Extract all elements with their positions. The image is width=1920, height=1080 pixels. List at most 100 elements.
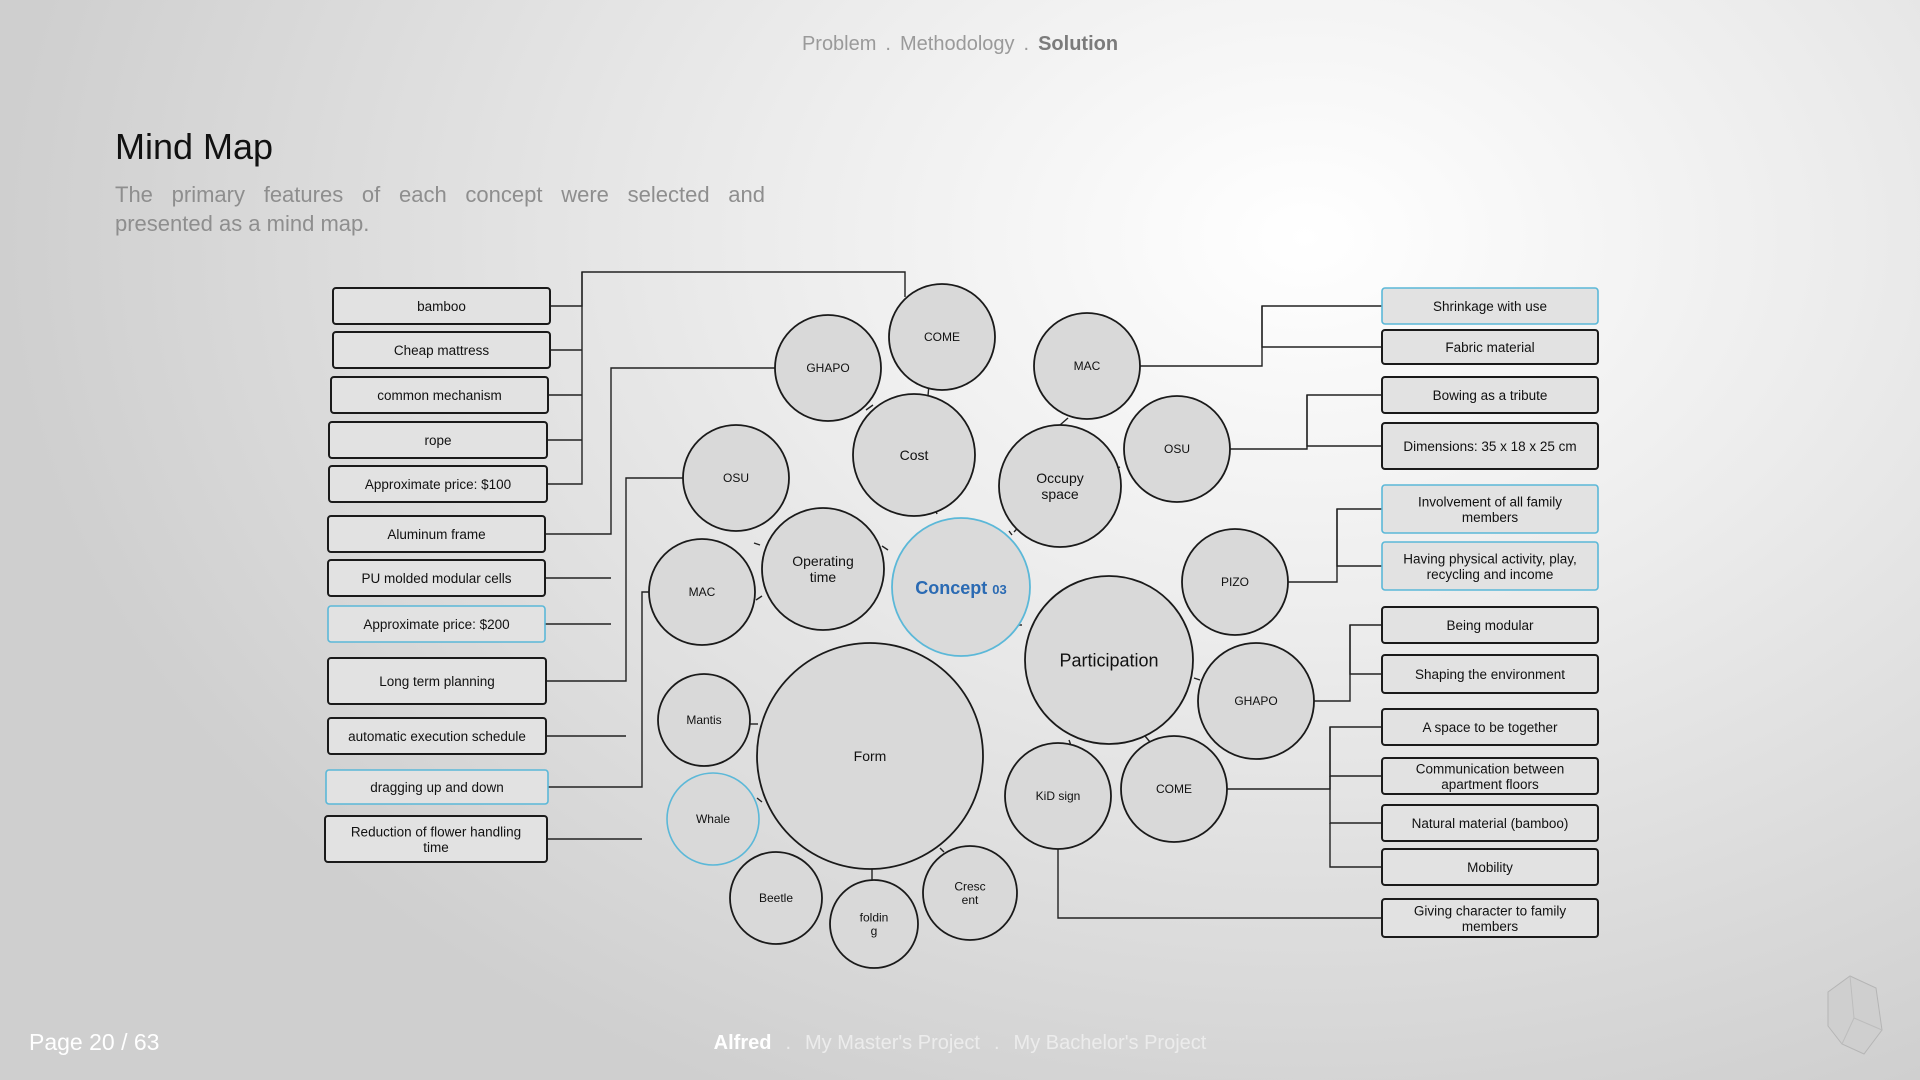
feature-box-frame	[1381, 541, 1599, 591]
feature-box-label: members	[1462, 919, 1519, 934]
connector-line	[1057, 849, 1382, 919]
connector-line	[756, 797, 763, 803]
connector-line	[1193, 677, 1201, 681]
brand-logo-icon	[1827, 975, 1883, 1055]
feature-box-frame	[1381, 422, 1599, 470]
feature-box-frame	[1381, 376, 1599, 414]
circle-shape	[729, 851, 823, 945]
feature-box-frame	[1381, 804, 1599, 842]
feature-box-together: A space to be together	[1381, 708, 1599, 746]
circle-node-pizo: PIZO	[1181, 528, 1289, 636]
circle-node-kid-sign: KiD sign	[1004, 742, 1112, 850]
circle-shape	[1024, 575, 1194, 745]
feature-box-label: bamboo	[417, 299, 466, 314]
feature-box-long-term: Long term planning	[327, 657, 547, 705]
feature-box-frame	[328, 465, 548, 503]
circle-label: OSU	[1164, 442, 1190, 456]
feature-box-frame	[1381, 898, 1599, 938]
feature-box-natural: Natural material (bamboo)	[1381, 804, 1599, 842]
circle-label: GHAPO	[806, 361, 849, 375]
connector-line	[547, 272, 583, 485]
circle-label: Occupy	[1036, 470, 1083, 486]
feature-box-dragging: dragging up and down	[325, 769, 549, 805]
circle-shape	[682, 424, 790, 532]
connector-line	[1144, 735, 1151, 743]
circle-label: space	[1041, 486, 1079, 502]
feature-box-price-100: Approximate price: $100	[328, 465, 548, 503]
circle-node-participation: Participation	[1024, 575, 1194, 745]
circle-node-mantis: Mantis	[657, 673, 751, 767]
circle-label: OSU	[723, 471, 749, 485]
feature-box-label: Shrinkage with use	[1433, 299, 1547, 314]
circle-node-osu-right: OSU	[1123, 395, 1231, 503]
feature-box-frame	[1381, 757, 1599, 795]
feature-box-auto-schedule: automatic execution schedule	[327, 717, 547, 755]
connector-line	[550, 271, 906, 307]
feature-box-physical: Having physical activity, play,recycling…	[1381, 541, 1599, 591]
connector-line	[546, 477, 683, 682]
page-title: Mind Map	[115, 126, 274, 167]
feature-box-frame	[1381, 484, 1599, 534]
nav-methodology[interactable]: Methodology	[899, 33, 1015, 55]
feature-box-label: members	[1462, 510, 1519, 525]
feature-box-label: Cheap mattress	[394, 343, 490, 358]
feature-box-label: rope	[424, 433, 451, 448]
circle-shape	[888, 283, 996, 391]
feature-box-rope: rope	[328, 421, 548, 459]
circle-node-beetle: Beetle	[729, 851, 823, 945]
circle-label: MAC	[1074, 359, 1101, 373]
connector-line	[881, 545, 889, 551]
feature-box-frame	[327, 515, 546, 553]
circle-node-form: Form	[756, 642, 984, 870]
circle-shape	[1004, 742, 1112, 850]
feature-box-modular: Being modular	[1381, 606, 1599, 644]
feature-box-label: Shaping the environment	[1415, 667, 1565, 682]
circle-label: Participation	[1059, 650, 1158, 670]
connector-line	[1336, 509, 1382, 567]
connector-line	[1261, 306, 1382, 348]
circle-shape	[761, 507, 885, 631]
connector-line	[1329, 776, 1382, 824]
feature-box-frame	[1381, 606, 1599, 644]
feature-box-label: common mechanism	[377, 388, 502, 403]
connector-line	[1288, 508, 1382, 583]
feature-box-bamboo: bamboo	[332, 287, 551, 325]
circle-label: ent	[962, 893, 979, 907]
connector-line	[1314, 624, 1382, 702]
circle-label: Cost	[900, 447, 929, 463]
concept-center-label: Concept 03	[915, 578, 1006, 598]
connector-line	[1059, 417, 1069, 426]
concept-center-circle	[891, 517, 1031, 657]
footer-link-bachelors[interactable]: My Bachelor's Project	[1013, 1032, 1207, 1054]
nav-problem[interactable]: Problem	[801, 33, 877, 55]
footer-link-alfred[interactable]: Alfred	[713, 1032, 772, 1054]
circle-label: COME	[1156, 782, 1192, 796]
feature-box-label: Having physical activity, play,	[1403, 551, 1577, 566]
feature-box-frame	[1381, 654, 1599, 694]
feature-box-label: recycling and income	[1427, 567, 1554, 582]
nav-solution[interactable]: Solution	[1038, 33, 1119, 55]
feature-box-frame	[327, 559, 546, 597]
circle-shape	[922, 845, 1018, 941]
page-subtitle: The primary features of each concept wer…	[115, 182, 765, 236]
feature-box-frame	[1381, 708, 1599, 746]
nav-separator: .	[1023, 33, 1030, 55]
connector-lines	[545, 271, 1382, 919]
concept-circles: Concept 03CostCOMEGHAPOOperatingtimeOSUM…	[648, 283, 1315, 969]
feature-box-aluminum-frame: Aluminum frame	[327, 515, 546, 553]
circle-label: time	[810, 569, 837, 585]
circle-shape	[657, 673, 751, 767]
circle-node-cost: Cost	[852, 393, 976, 517]
circle-shape	[666, 772, 760, 866]
feature-box-frame	[327, 605, 546, 643]
feature-box-label: Involvement of all family	[1418, 494, 1562, 509]
circle-shape	[1123, 395, 1231, 503]
circle-shape	[774, 314, 882, 422]
footer-link-masters[interactable]: My Master's Project	[805, 1032, 980, 1054]
circle-label: foldin	[860, 910, 889, 924]
connector-line	[548, 591, 649, 788]
nav-separator: .	[885, 33, 891, 55]
